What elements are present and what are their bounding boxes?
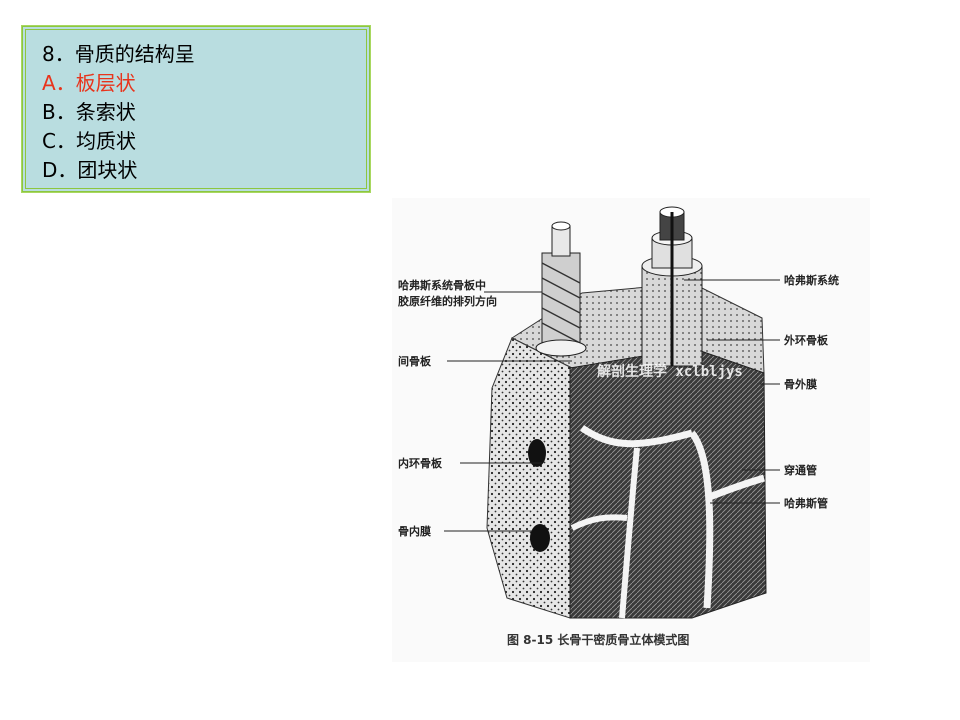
bone-diagram-figure: 哈弗斯系统骨板中 胶原纤维的排列方向 间骨板 内环骨板 骨内膜 哈弗斯系统 外环…: [392, 198, 870, 662]
label-endosteum: 骨内膜: [398, 524, 431, 538]
watermark: 解剖生理学 xclbljys: [597, 363, 743, 380]
label-interstitial: 间骨板: [398, 354, 432, 368]
label-haversian-canal: 哈弗斯管: [784, 496, 828, 510]
haversian-system-cylinder: [641, 206, 703, 367]
label-inner-circumferential: 内环骨板: [398, 456, 443, 470]
label-haversian-system: 哈弗斯系统: [784, 273, 839, 287]
label-collagen-line2: 胶原纤维的排列方向: [398, 294, 497, 308]
haversian-canal-2: [619, 447, 640, 619]
figure-caption: 图 8-15 长骨干密质骨立体模式图: [507, 632, 689, 647]
compact-bone-illustration: 哈弗斯系统骨板中 胶原纤维的排列方向 间骨板 内环骨板 骨内膜 哈弗斯系统 外环…: [398, 206, 839, 647]
volkmann-canal-3: [570, 514, 628, 531]
label-periosteum: 骨外膜: [784, 377, 817, 391]
medullary-hole-2: [530, 524, 550, 552]
label-collagen-line1: 哈弗斯系统骨板中: [398, 278, 486, 292]
medullary-hole-1: [528, 439, 546, 467]
volkmann-canal-1: [580, 425, 693, 448]
label-volkmann: 穿通管: [784, 463, 817, 477]
osteon-fiber-cylinder: [535, 221, 587, 357]
option-c[interactable]: C．均质状: [42, 129, 136, 153]
option-a[interactable]: A．板层状: [42, 71, 136, 95]
bone-inner-face: [486, 337, 573, 619]
volkmann-canal-2: [705, 474, 765, 502]
label-outer-circumferential: 外环骨板: [783, 333, 829, 347]
question-box: 8．骨质的结构呈 A．板层状 B．条索状 C．均质状 D．团块状: [21, 25, 371, 193]
question-stem: 8．骨质的结构呈: [42, 42, 195, 66]
option-b[interactable]: B．条索状: [42, 100, 136, 124]
bone-front-face: [569, 347, 767, 619]
option-d[interactable]: D．团块状: [42, 158, 138, 182]
